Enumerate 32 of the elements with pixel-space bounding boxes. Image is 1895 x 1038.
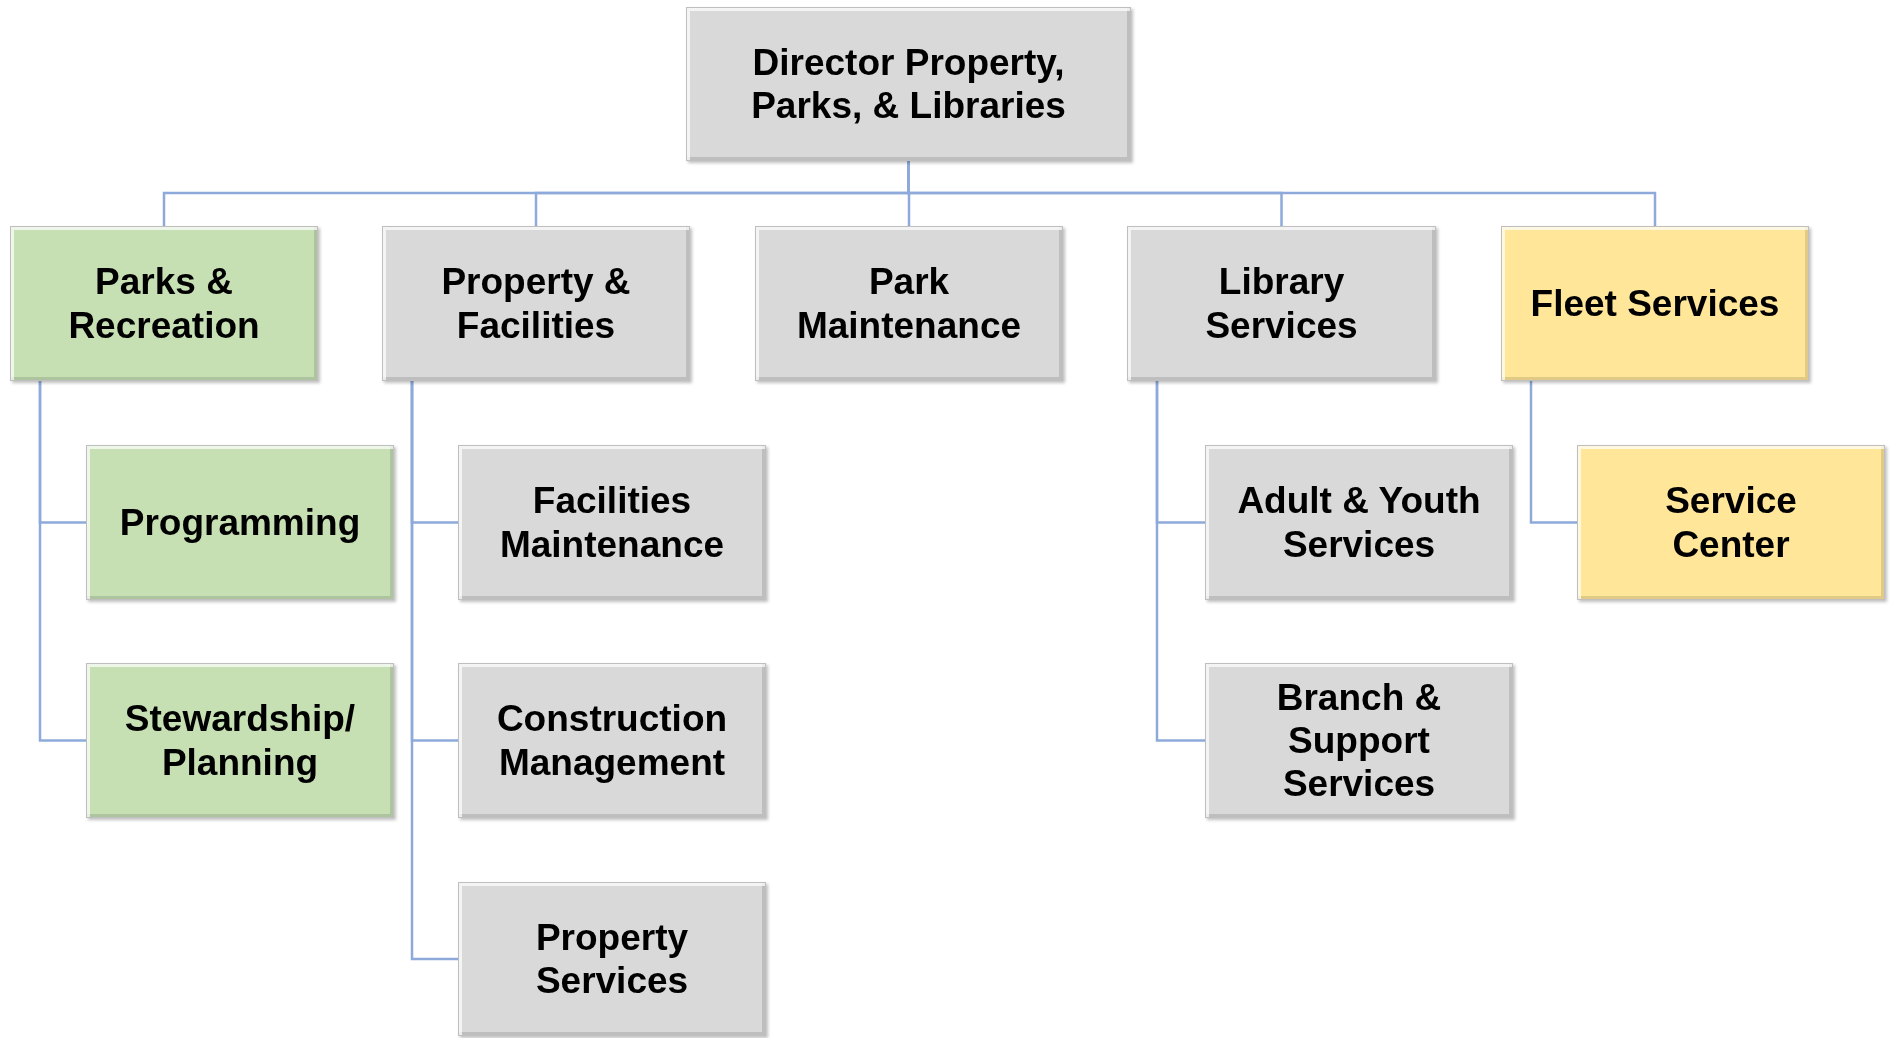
org-unit-box <box>10 226 318 381</box>
unit-name: Director Property, Parks, & Libraries <box>750 40 1067 128</box>
unit-name: Branch & Support Services <box>1275 675 1443 806</box>
unit-name: Property & Facilities <box>440 260 632 347</box>
org-unit-box <box>1577 445 1885 600</box>
unit-name: Facilities Maintenance <box>498 479 726 566</box>
org-unit-box <box>1501 226 1809 381</box>
connector-line <box>1155 381 1205 742</box>
unit-name: Adult & Youth Services <box>1236 479 1482 566</box>
unit-name: Programming <box>119 500 361 545</box>
connector-line <box>1529 381 1577 524</box>
org-unit-box <box>458 663 766 818</box>
org-unit-box <box>1205 663 1513 818</box>
org-unit-box <box>1205 445 1513 600</box>
org-unit-box <box>382 226 690 381</box>
org-unit-box <box>458 882 766 1036</box>
connector-line <box>410 381 458 961</box>
unit-name: Construction Management <box>495 697 729 784</box>
unit-name: Park Maintenance <box>795 260 1023 347</box>
org-unit-box <box>86 445 394 600</box>
unit-name: Property Services <box>534 915 690 1003</box>
unit-name: Stewardship/ Planning <box>123 697 357 784</box>
org-unit-box <box>686 7 1131 161</box>
org-unit-box <box>755 226 1063 381</box>
org-unit-box <box>86 663 394 818</box>
unit-name: Library Services <box>1204 260 1359 347</box>
org-unit-box <box>1127 226 1436 381</box>
org-unit-box <box>458 445 766 600</box>
unit-name: Fleet Services <box>1530 281 1780 326</box>
unit-name: Service Center <box>1664 479 1798 566</box>
connector-line <box>38 381 86 742</box>
unit-name: Parks & Recreation <box>67 260 261 347</box>
